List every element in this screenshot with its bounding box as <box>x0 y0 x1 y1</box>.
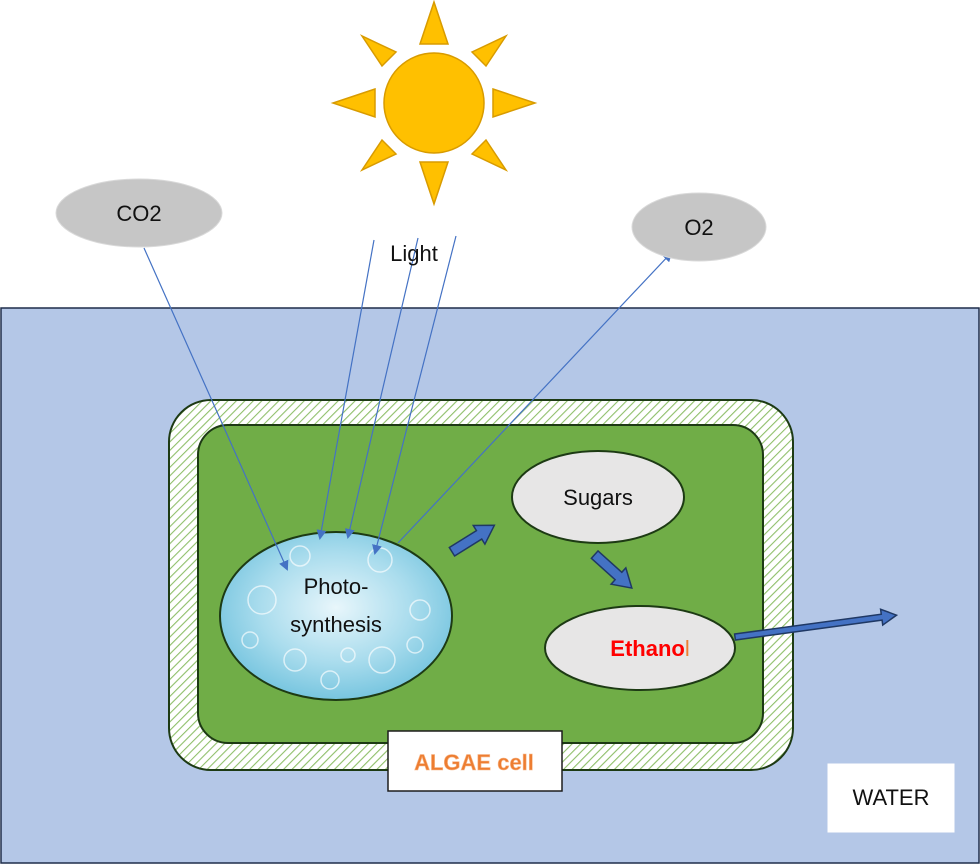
o2-bubble: O2 <box>631 192 767 262</box>
sugars-label: Sugars <box>563 485 633 510</box>
ethanol-label: Ethanol <box>610 636 689 661</box>
sun-icon <box>330 0 538 207</box>
light-ray-2 <box>344 237 419 539</box>
photosynthesis-to-sugars-arrow <box>448 524 496 558</box>
algae-cell-label: ALGAE cell <box>414 750 534 775</box>
o2-label: O2 <box>684 215 713 240</box>
ethanol-label-end: l <box>685 636 690 661</box>
co2-arrow <box>143 247 289 571</box>
co2-label: CO2 <box>116 201 161 226</box>
sugars-to-ethanol-arrow <box>590 549 633 590</box>
light-ray-3 <box>372 235 457 555</box>
light-ray-1 <box>316 239 375 540</box>
algae-cell-label-box: ALGAE cell <box>387 730 563 792</box>
ethanol-node: Ethanol <box>544 605 736 691</box>
water-label-box: WATER <box>827 763 955 833</box>
sugars-node: Sugars <box>511 450 685 544</box>
ethanol-label-main: Ethano <box>610 636 685 661</box>
ethanol-export-arrow <box>733 608 899 641</box>
o2-arrow <box>397 251 673 544</box>
light-label: Light <box>390 241 438 266</box>
photosynthesis-label-line2: synthesis <box>290 612 382 637</box>
photosynthesis-organelle: Photo- synthesis <box>219 531 453 701</box>
co2-bubble: CO2 <box>55 178 223 248</box>
water-label: WATER <box>853 785 930 810</box>
photosynthesis-label-line1: Photo- <box>304 574 369 599</box>
